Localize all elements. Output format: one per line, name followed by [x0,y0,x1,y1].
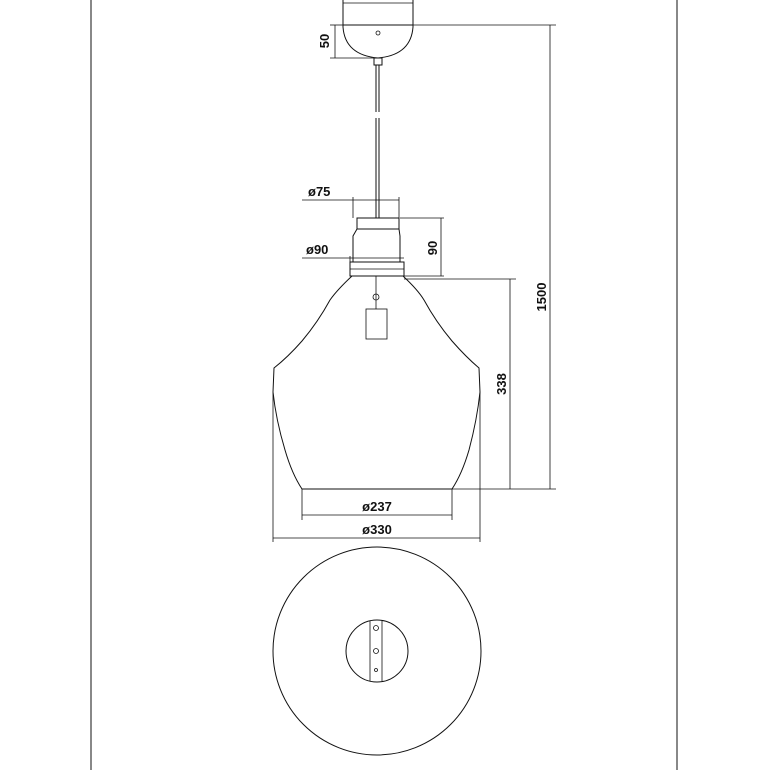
shade-max-diameter-label: ø330 [362,522,392,537]
top-view [272,546,482,756]
canopy-height-dimension: 50 [317,24,376,59]
holder-top-diameter-label: ø75 [308,184,330,199]
holder-bottom-diameter-dimension: ø90 [302,242,404,262]
cord [373,57,383,218]
shade-max-diameter-dimension: ø330 [272,392,481,542]
total-height-dimension: 1500 [413,24,556,490]
shade-bottom-diameter-label: ø237 [362,499,392,514]
shade-height-dimension: 338 [404,278,516,489]
canopy [342,0,414,59]
shade-height-label: 338 [494,373,509,395]
holder-height-label: 90 [425,241,440,255]
holder-height-dimension: 90 [400,217,444,277]
lamp-holder [349,217,405,277]
lamp-shade [272,275,481,490]
total-height-label: 1500 [534,283,549,312]
canopy-height-label: 50 [317,34,332,48]
holder-top-diameter-dimension: ø75 [302,184,400,229]
shade-bottom-diameter-dimension: ø237 [301,489,453,520]
holder-bottom-diameter-label: ø90 [306,242,328,257]
